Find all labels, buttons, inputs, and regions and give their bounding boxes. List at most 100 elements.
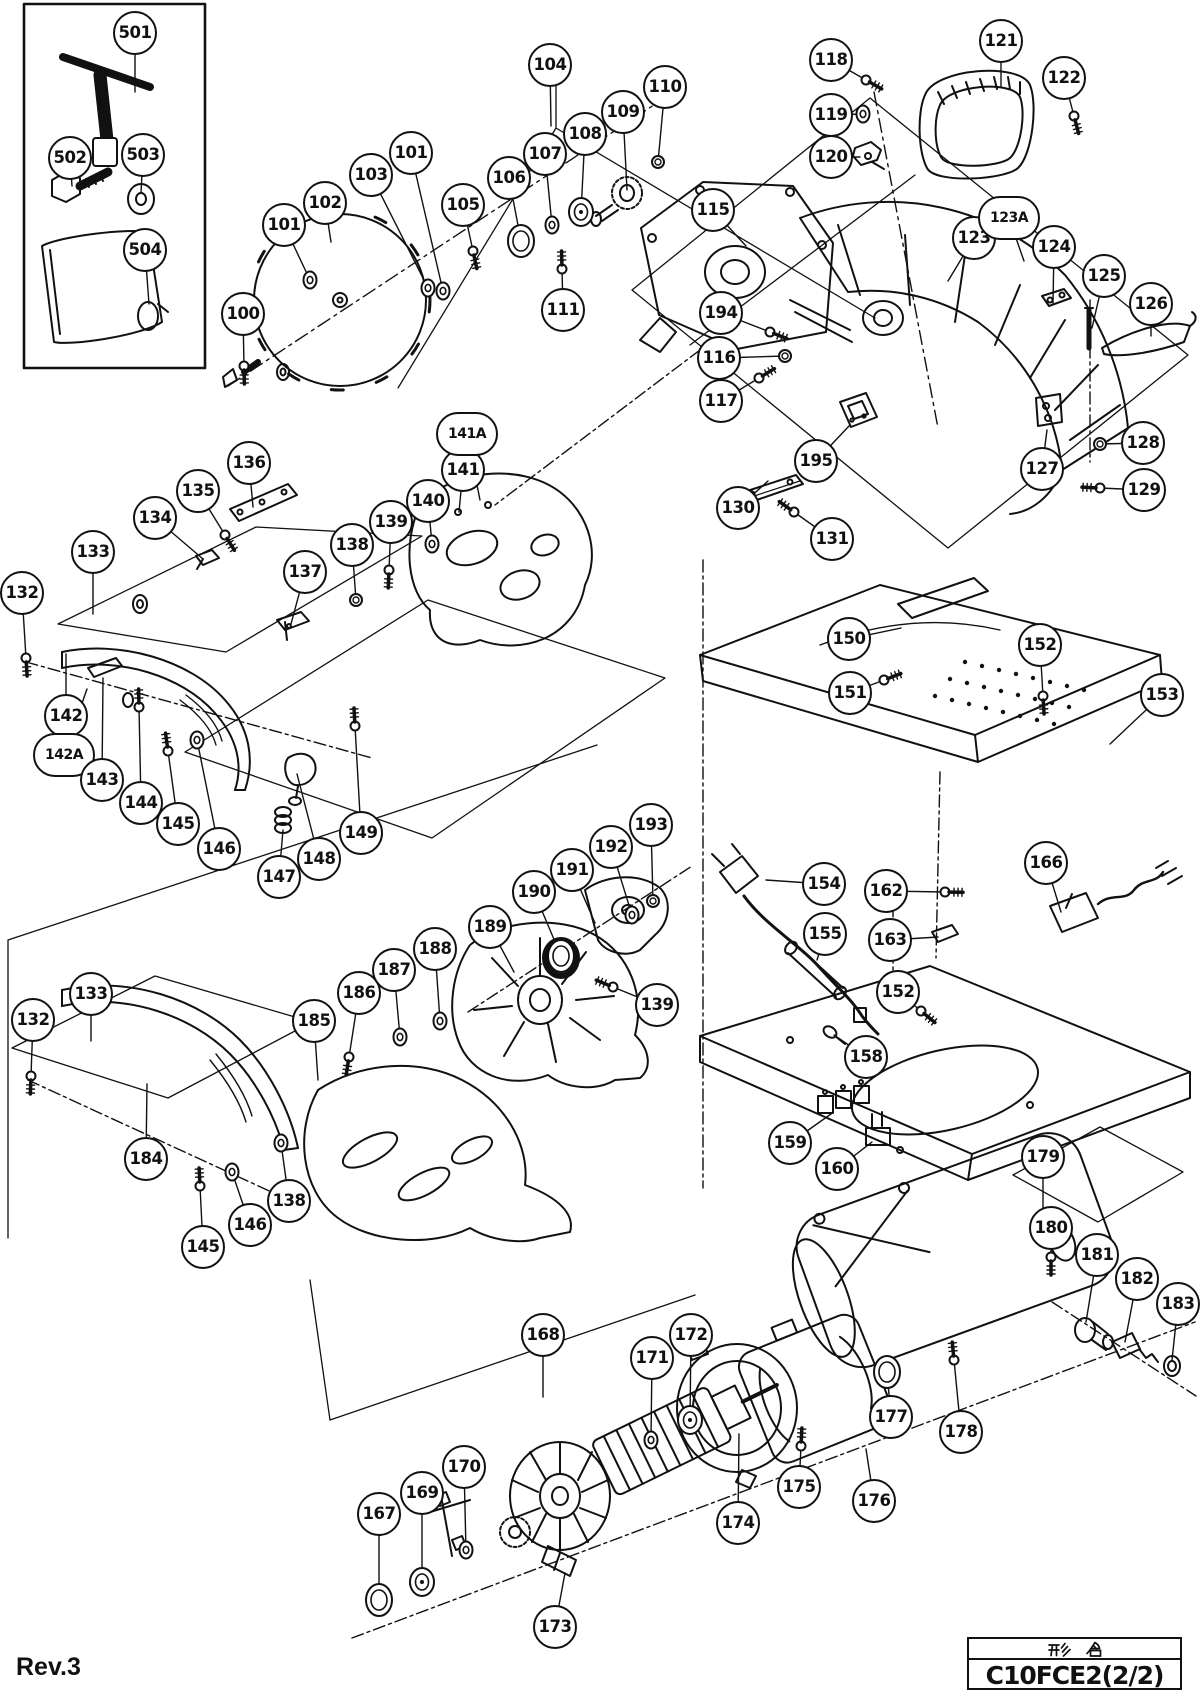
part-balloon-137: 137 <box>283 550 327 594</box>
revision-label: Rev.3 <box>16 1653 81 1681</box>
kanji-model-name-label <box>1047 1641 1101 1657</box>
part-balloon-501: 501 <box>113 11 157 55</box>
part-balloon-504: 504 <box>123 228 167 272</box>
part-balloon-140: 140 <box>406 479 450 523</box>
lower-guard-drawing <box>61 876 669 1243</box>
part-balloon-152: 152 <box>876 970 920 1014</box>
part-balloon-119: 119 <box>809 93 853 137</box>
part-balloon-130: 130 <box>716 486 760 530</box>
part-balloon-133: 133 <box>69 972 113 1016</box>
leader-lines <box>20 32 1179 1628</box>
part-balloon-128: 128 <box>1121 421 1165 465</box>
part-balloon-121: 121 <box>979 19 1023 63</box>
part-balloon-151: 151 <box>828 671 872 715</box>
part-balloon-125: 125 <box>1082 254 1126 298</box>
part-balloon-104: 104 <box>528 43 572 87</box>
part-balloon-149: 149 <box>339 811 383 855</box>
part-balloon-138: 138 <box>330 523 374 567</box>
part-balloon-502: 502 <box>48 136 92 180</box>
part-balloon-103: 103 <box>349 153 393 197</box>
part-balloon-174: 174 <box>716 1501 760 1545</box>
part-balloon-176: 176 <box>852 1479 896 1523</box>
part-balloon-152: 152 <box>1018 623 1062 667</box>
part-balloon-106: 106 <box>487 156 531 200</box>
part-balloon-158: 158 <box>844 1035 888 1079</box>
part-balloon-180: 180 <box>1029 1206 1073 1250</box>
part-balloon-162: 162 <box>864 869 908 913</box>
part-balloon-155: 155 <box>803 912 847 956</box>
part-balloon-168: 168 <box>521 1313 565 1357</box>
part-balloon-163: 163 <box>868 918 912 962</box>
part-balloon-145: 145 <box>181 1225 225 1269</box>
part-balloon-143: 143 <box>80 758 124 802</box>
part-balloon-171: 171 <box>630 1336 674 1380</box>
part-balloon-150: 150 <box>827 617 871 661</box>
part-balloon-169: 169 <box>400 1471 444 1515</box>
part-balloon-173: 173 <box>533 1605 577 1649</box>
part-balloon-107: 107 <box>523 132 567 176</box>
part-balloon-167: 167 <box>357 1492 401 1536</box>
guard-link-parts-drawing <box>1035 288 1197 463</box>
part-balloon-146: 146 <box>228 1203 272 1247</box>
part-balloon-148: 148 <box>297 837 341 881</box>
support-arm-drawing <box>61 647 317 834</box>
part-balloon-131: 131 <box>810 517 854 561</box>
part-balloon-182: 182 <box>1115 1257 1159 1301</box>
blade-guard-drawing <box>789 200 1129 515</box>
part-balloon-110: 110 <box>643 65 687 109</box>
part-balloon-175: 175 <box>777 1465 821 1509</box>
power-cord-drawing <box>711 843 880 1045</box>
part-balloon-127: 127 <box>1020 447 1064 491</box>
base-plate-drawing <box>699 577 1163 959</box>
title-block-header: 形 名 <box>969 1639 1180 1660</box>
part-balloon-177: 177 <box>869 1395 913 1439</box>
part-balloon-142A: 142A <box>33 733 95 777</box>
part-balloon-166: 166 <box>1024 841 1068 885</box>
part-balloon-139: 139 <box>635 983 679 1027</box>
part-balloon-160: 160 <box>815 1147 859 1191</box>
part-balloon-118: 118 <box>809 38 853 82</box>
part-balloon-187: 187 <box>372 948 416 992</box>
part-balloon-129: 129 <box>1122 468 1166 512</box>
part-balloon-192: 192 <box>589 825 633 869</box>
part-balloon-123A: 123A <box>978 196 1040 240</box>
part-balloon-120: 120 <box>809 135 853 179</box>
part-balloon-144: 144 <box>119 781 163 825</box>
part-balloon-189: 189 <box>468 905 512 949</box>
part-balloon-135: 135 <box>176 469 220 513</box>
part-balloon-188: 188 <box>413 927 457 971</box>
part-balloon-109: 109 <box>601 90 645 134</box>
part-balloon-138: 138 <box>267 1179 311 1223</box>
part-balloon-142: 142 <box>44 694 88 738</box>
part-balloon-134: 134 <box>133 496 177 540</box>
part-balloon-115: 115 <box>691 188 735 232</box>
part-balloon-101: 101 <box>262 203 306 247</box>
part-balloon-132: 132 <box>0 571 44 615</box>
model-number: C10FCE2(2/2) <box>985 1660 1165 1690</box>
part-balloon-141A: 141A <box>436 412 498 456</box>
part-balloon-101: 101 <box>389 131 433 175</box>
part-balloon-170: 170 <box>442 1445 486 1489</box>
part-balloon-116: 116 <box>697 336 741 380</box>
part-balloon-105: 105 <box>441 183 485 227</box>
part-balloon-195: 195 <box>794 439 838 483</box>
part-balloon-139: 139 <box>369 500 413 544</box>
part-balloon-193: 193 <box>629 803 673 847</box>
title-block: 形 名 C10FCE2(2/2) <box>967 1637 1182 1690</box>
part-balloon-184: 184 <box>124 1137 168 1181</box>
part-balloon-190: 190 <box>512 870 556 914</box>
part-balloon-132: 132 <box>11 998 55 1042</box>
part-balloon-191: 191 <box>550 848 594 892</box>
part-balloon-126: 126 <box>1129 282 1173 326</box>
part-balloon-183: 183 <box>1156 1282 1200 1326</box>
part-balloon-194: 194 <box>699 291 743 335</box>
part-balloon-185: 185 <box>292 999 336 1043</box>
part-balloon-122: 122 <box>1042 56 1086 100</box>
part-balloon-503: 503 <box>121 133 165 177</box>
part-balloon-154: 154 <box>802 862 846 906</box>
part-balloon-124: 124 <box>1032 225 1076 269</box>
part-balloon-123: 123 <box>952 216 996 260</box>
stator-drawing <box>737 1313 894 1464</box>
part-balloon-102: 102 <box>303 181 347 225</box>
